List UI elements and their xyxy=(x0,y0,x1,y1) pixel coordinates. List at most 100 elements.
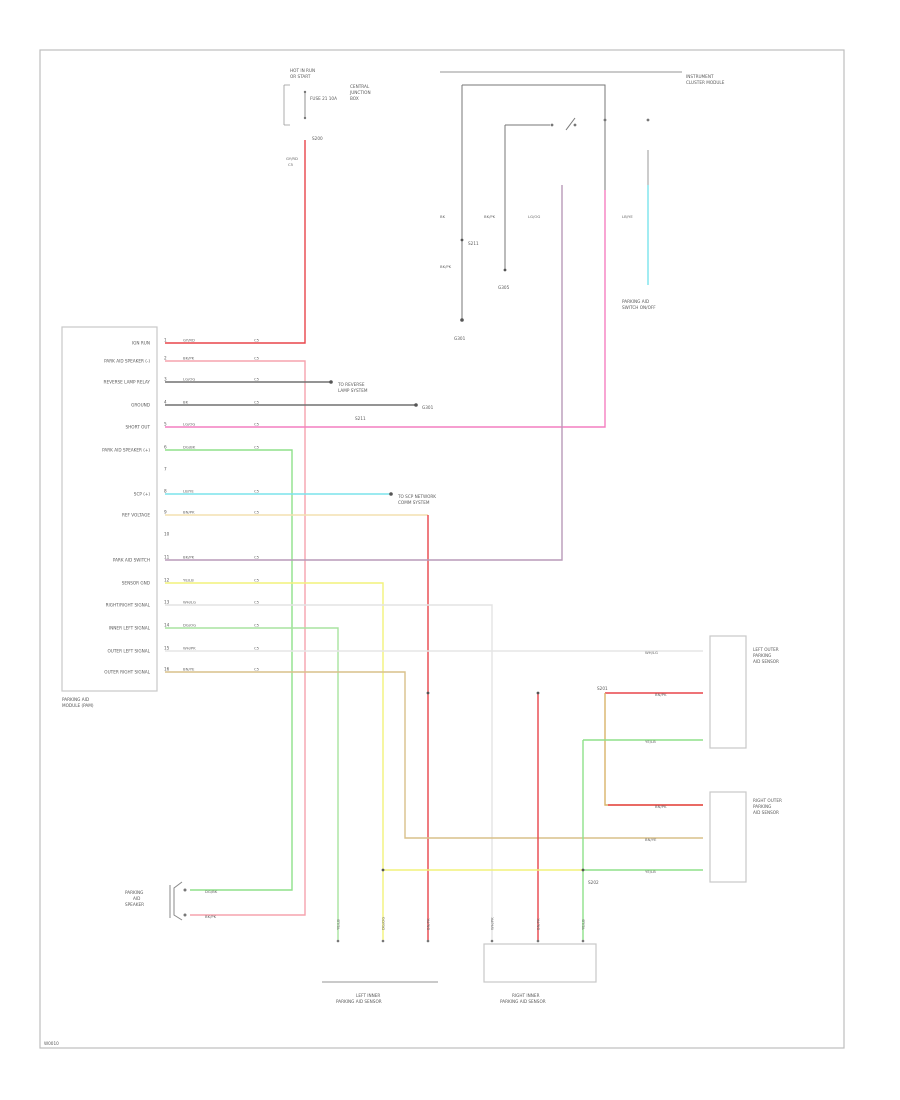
pin-label: IGN RUN xyxy=(132,341,150,346)
wire-inner-left xyxy=(165,627,339,940)
left-inner-line1: LEFT INNER xyxy=(356,993,380,998)
li-pin-1 xyxy=(336,939,340,943)
right-inner-sensor-box xyxy=(483,943,597,983)
ri-pin-3 xyxy=(581,939,585,943)
pin-number: 13 xyxy=(164,600,170,605)
pin-label: PARK AID SPEAKER (-) xyxy=(104,359,150,364)
pin-number: 1 xyxy=(164,338,167,343)
switch-wire-5: LB/YE xyxy=(622,214,633,219)
red-node xyxy=(536,691,540,695)
wire-color-label: DG/OG xyxy=(183,623,196,628)
splice-node xyxy=(460,238,464,242)
fuse-wire-code: C5 xyxy=(288,162,294,167)
switch-node-4 xyxy=(646,118,650,122)
pin-label: OUTER LEFT SIGNAL xyxy=(108,649,151,654)
fuse-splice: S200 xyxy=(312,136,323,141)
speaker-icon xyxy=(173,881,183,921)
ri-pin-1 xyxy=(490,939,494,943)
inner-wire-label: BN/PK xyxy=(536,918,541,930)
switch-wire-left xyxy=(462,84,606,120)
wire-code-label: C5 xyxy=(254,377,260,382)
inner-sensor-pins xyxy=(336,939,585,943)
pin-label: INNER LEFT SIGNAL xyxy=(109,626,151,631)
inner-wire-label: BN/PK xyxy=(426,918,431,930)
right-inner-line2: PARKING AID SENSOR xyxy=(500,999,546,1004)
wire-short-out xyxy=(165,190,606,428)
instrument-line2: CLUSTER MODULE xyxy=(686,80,725,85)
lo-wire-bot-label: YE/LB xyxy=(645,739,656,744)
fuse-title-line1: HOT IN RUN xyxy=(290,68,315,73)
pin-number: 2 xyxy=(164,356,167,361)
switch-wire-2: BK/PK xyxy=(440,264,452,269)
wire-code-label: C5 xyxy=(254,445,260,450)
pin-label: SHORT OUT xyxy=(125,425,150,430)
wire-color-label: BK xyxy=(183,400,189,405)
fuse-wire-color: GY/RD xyxy=(286,156,298,161)
fuse-panel-line2: JUNCTION xyxy=(349,90,371,95)
pin-label: SENSOR GND xyxy=(122,581,150,586)
left-outer-sensor-box xyxy=(709,635,747,749)
wire-color-label: BN/PK xyxy=(183,510,195,515)
wire-color-label: YE/LB xyxy=(183,578,194,583)
right-outer-sensor-box xyxy=(709,791,747,883)
lo-wire-mid-label: BN/PK xyxy=(655,692,667,697)
speaker-terminal-2 xyxy=(183,913,187,917)
pin-number: 16 xyxy=(164,667,170,672)
speaker-terminal-1 xyxy=(183,888,187,892)
reverse-lamp-line2: LAMP SYSTEM xyxy=(338,388,368,393)
wire-color-label: WH/PK xyxy=(183,646,196,651)
inner-wire-label: YE/LB xyxy=(581,919,586,930)
splice-a-label: S201 xyxy=(597,686,608,691)
fuse-node-bottom xyxy=(303,116,307,120)
module-box xyxy=(61,326,158,692)
wire-color-label: BK/PK xyxy=(183,356,195,361)
scp-network-line2: COMM SYSTEM xyxy=(398,500,430,505)
pin-number: 12 xyxy=(164,578,170,583)
pin-number: 6 xyxy=(164,445,167,450)
switch-node-1 xyxy=(550,123,554,127)
ro-wire-mid-label: BN/YE xyxy=(645,837,657,842)
pin-label: RIGHT/RIGHT SIGNAL xyxy=(106,603,151,608)
wire-code-label: C5 xyxy=(254,555,260,560)
wire-ign-run xyxy=(165,140,306,344)
fuse-group: HOT IN RUN OR START FUSE 21 10A CENTRAL … xyxy=(283,68,371,167)
switch-node-2 xyxy=(573,123,577,127)
li-pin-2 xyxy=(381,939,385,943)
speaker-group: PARKING AID SPEAKER DG/BK BK/PK xyxy=(125,881,218,921)
wire-outer-right xyxy=(165,671,703,839)
wire-code-label: C5 xyxy=(254,356,260,361)
wire-code-label: C5 xyxy=(254,338,260,343)
wire-color-label: BN/YE xyxy=(183,667,195,672)
footer-code: W0010 xyxy=(44,1041,59,1046)
wire-color-label: DG/BK xyxy=(183,445,196,450)
splice-node-left xyxy=(381,868,385,872)
left-outer-line1: LEFT OUTER xyxy=(753,647,779,652)
wire-color-label: GY/RD xyxy=(183,338,195,343)
scp-arrow xyxy=(389,492,393,496)
lo-wire-top-label: WH/LG xyxy=(645,650,658,655)
ro-wire-bot-label: YE/LB xyxy=(645,869,656,874)
switch-splice: S211 xyxy=(468,241,479,246)
right-inner-line1: RIGHT INNER xyxy=(512,993,540,998)
pin-label: SCP (+) xyxy=(134,492,151,497)
left-outer-line2: PARKING xyxy=(753,653,771,658)
pin-number: 5 xyxy=(164,422,167,427)
right-outer-line2: PARKING xyxy=(753,804,771,809)
right-outer-line3: AID SENSOR xyxy=(753,810,779,815)
inner-wire-label: WH/PK xyxy=(490,917,495,930)
pin-number: 8 xyxy=(164,489,167,494)
pin-label: PARK AID SPEAKER (+) xyxy=(102,448,150,453)
instrument-line1: INSTRUMENT xyxy=(686,74,714,79)
right-outer-line1: RIGHT OUTER xyxy=(753,798,782,803)
outer-sensors xyxy=(381,635,747,940)
splice-node-right xyxy=(581,868,585,872)
diagram-frame xyxy=(39,49,845,1049)
inner-wire-label: YE/LB xyxy=(336,919,341,930)
switch-wire-4: LG/OG xyxy=(528,214,540,219)
pin-number: 10 xyxy=(164,532,170,537)
ri-pin-2 xyxy=(536,939,540,943)
wire-code-label: C5 xyxy=(254,510,260,515)
pin-number: 7 xyxy=(164,467,167,472)
